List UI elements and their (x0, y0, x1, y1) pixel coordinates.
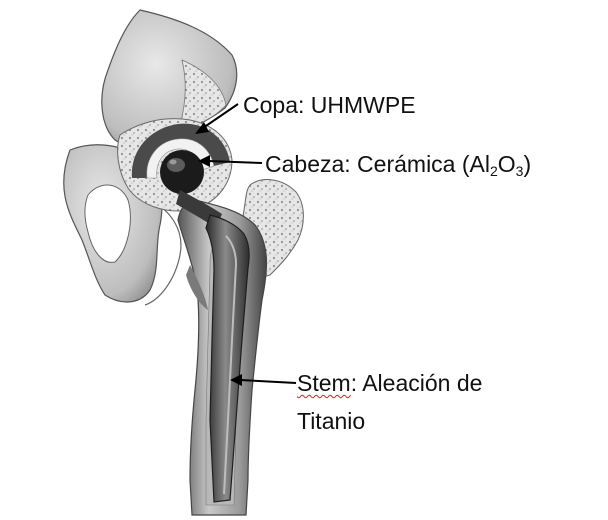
femoral-head-ball (160, 150, 204, 194)
copa-label: Copa: UHMWPE (243, 92, 416, 119)
stem-label: Stem: Aleación de (297, 370, 482, 397)
cabeza-label-suffix: ) (523, 151, 531, 177)
stem-label-line2: Titanio (297, 408, 365, 435)
cabeza-label-mid: O (498, 151, 516, 177)
cabeza-label: Cabeza: Cerámica (Al2O3) (265, 151, 531, 178)
femoral-head-shine (170, 160, 177, 165)
femoral-head-highlight (167, 158, 185, 172)
cabeza-subscript-2: 2 (490, 163, 498, 179)
cabeza-label-prefix: Cabeza: Cerámica (Al (265, 151, 490, 177)
stem-word: Stem (297, 370, 351, 396)
stem-label-rest: : Aleación de (351, 370, 483, 396)
femoral-head (160, 150, 204, 194)
